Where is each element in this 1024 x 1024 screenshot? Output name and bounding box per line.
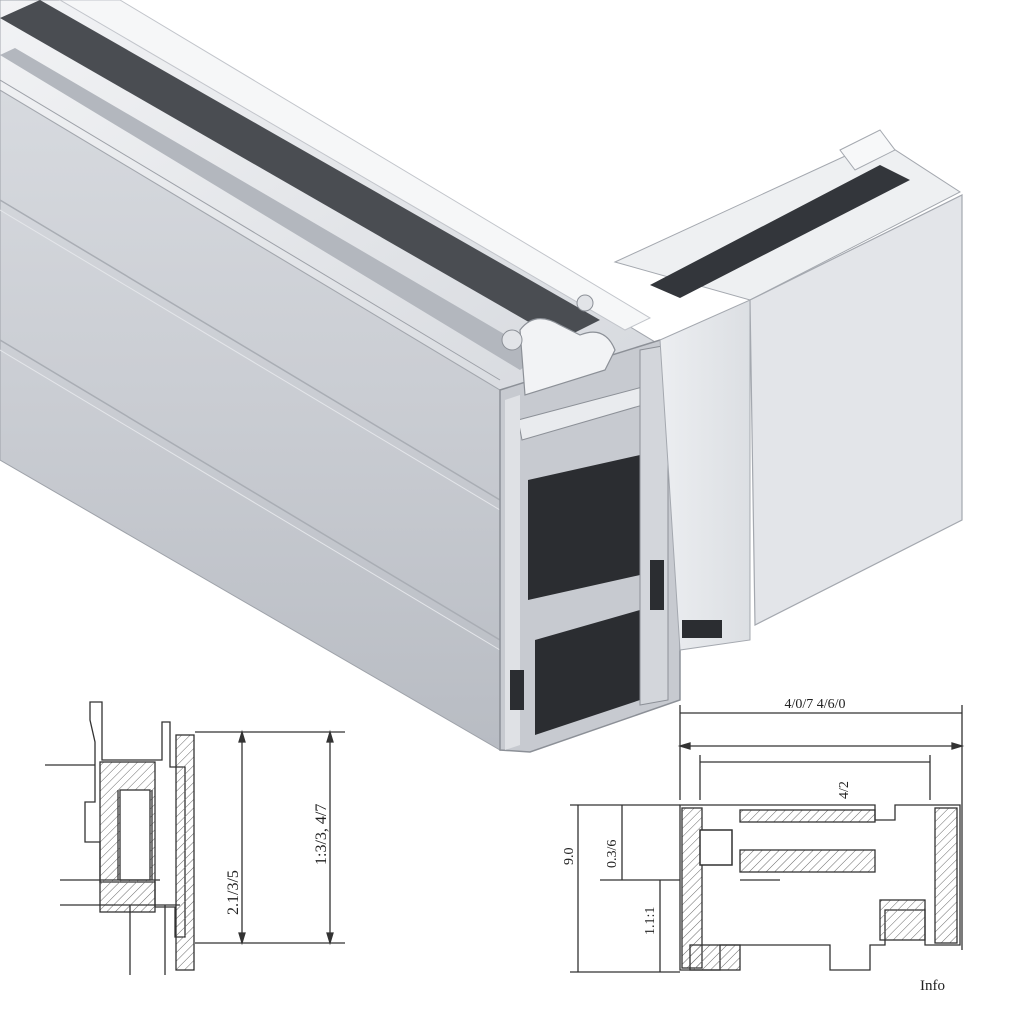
corner-label: Info bbox=[920, 978, 945, 994]
right-dim-inner-top: 4/2 bbox=[837, 781, 852, 799]
profile-cross-section bbox=[499, 294, 681, 753]
left-section-drawing bbox=[45, 701, 345, 975]
right-dim-left-low: 1.1:1 bbox=[643, 907, 658, 935]
right-dim-left-outer: 9.0 bbox=[562, 848, 577, 866]
right-section-drawing bbox=[570, 705, 965, 973]
cavity-upper bbox=[528, 455, 640, 600]
profile-3d bbox=[0, 0, 963, 753]
cavity-lower bbox=[535, 610, 640, 735]
top-channel bbox=[0, 0, 600, 340]
right-dim-left-mid: 0.3/6 bbox=[605, 840, 620, 868]
left-dim-outer: 1:3/3, 4/7 bbox=[313, 804, 330, 865]
profile-side-cap bbox=[613, 129, 963, 651]
right-dim-top: 4/0/7 4/6/0 bbox=[784, 697, 845, 712]
left-dim-inner: 2.1/3/5 bbox=[225, 870, 242, 915]
